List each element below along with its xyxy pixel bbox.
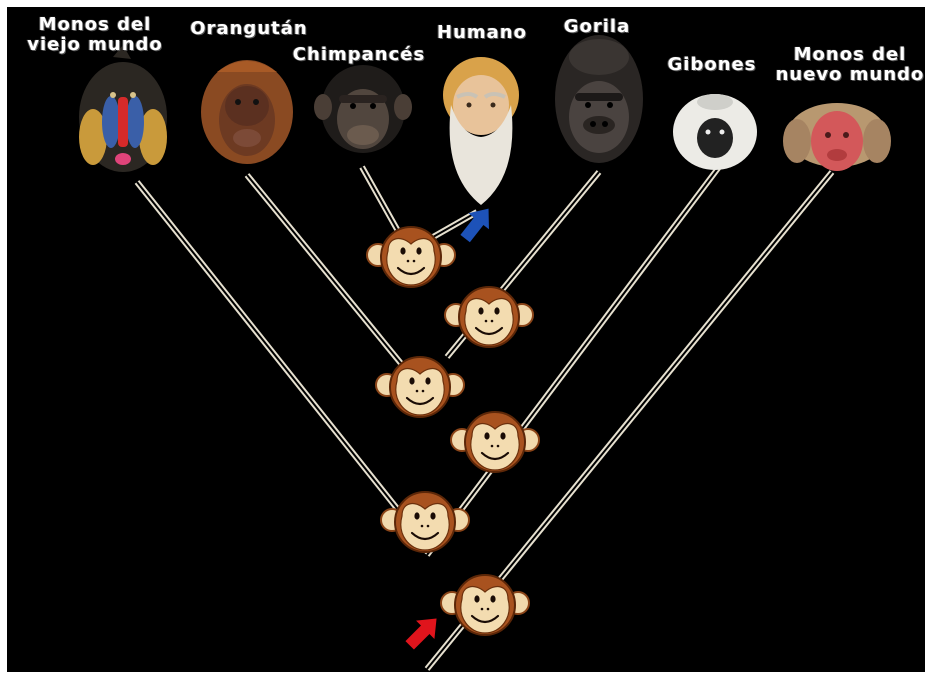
old-world-monkey-portrait [79, 45, 167, 172]
blue-arrow-icon [460, 208, 489, 243]
new-world-monkey-portrait [783, 103, 891, 171]
label-gorilla: Gorila [563, 16, 631, 37]
label-old-world-monkeys: Monos del viejo mundo [27, 14, 163, 55]
ancestor-node-6 [439, 573, 531, 637]
gorilla-portrait [555, 35, 643, 163]
ancestor-node-1 [365, 225, 457, 289]
tree-canvas [79, 35, 891, 671]
gibbon-portrait [673, 94, 757, 170]
label-new-world-monkeys: Monos del nuevo mundo [775, 44, 925, 85]
phylogeny-diagram: Monos del viejo mundo Orangután Chimpanc… [7, 7, 925, 672]
ancestor-node-2 [443, 285, 535, 349]
human-portrait [443, 57, 519, 205]
label-chimpanzees: Chimpancés [292, 44, 426, 65]
red-arrow-icon [405, 618, 437, 650]
label-human: Humano [436, 22, 527, 43]
label-gibbons: Gibones [667, 54, 757, 75]
chimpanzee-portrait [314, 65, 412, 153]
ancestor-node-3 [374, 355, 466, 419]
label-orangutan: Orangután [190, 18, 308, 39]
orangutan-portrait [201, 60, 293, 164]
